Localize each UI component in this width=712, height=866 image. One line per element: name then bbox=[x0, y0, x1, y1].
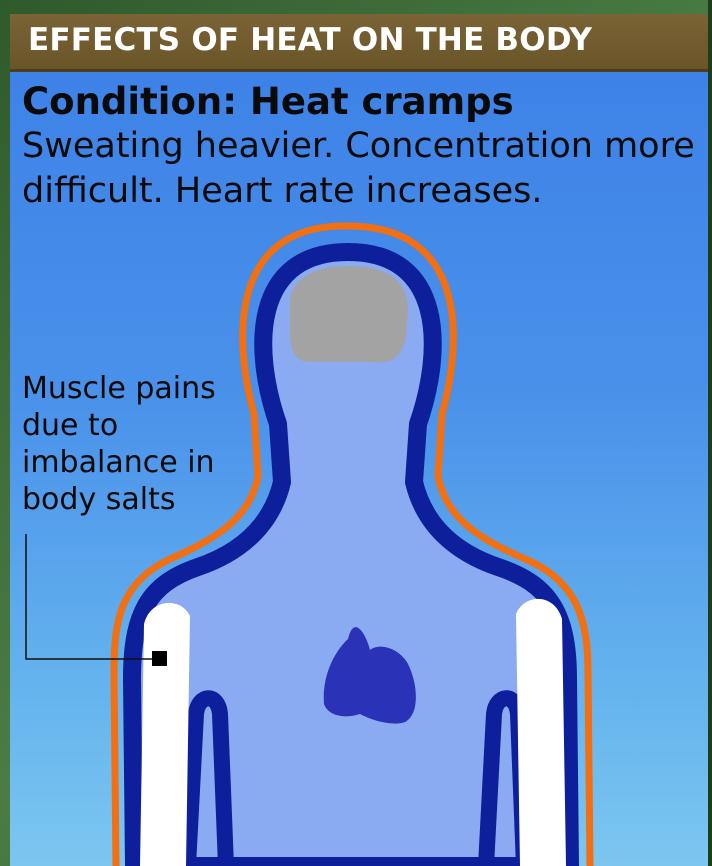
muscle-callout-label: Muscle pains due to imbalance in body sa… bbox=[22, 370, 267, 518]
left-arm-muscle bbox=[140, 603, 190, 866]
frame-right-edge bbox=[708, 0, 712, 866]
muscle-marker-icon bbox=[152, 651, 167, 666]
brain-icon bbox=[290, 266, 408, 362]
infographic-panel: EFFECTS OF HEAT ON THE BODY Condition: H… bbox=[10, 14, 712, 866]
right-arm-muscle bbox=[516, 599, 566, 866]
